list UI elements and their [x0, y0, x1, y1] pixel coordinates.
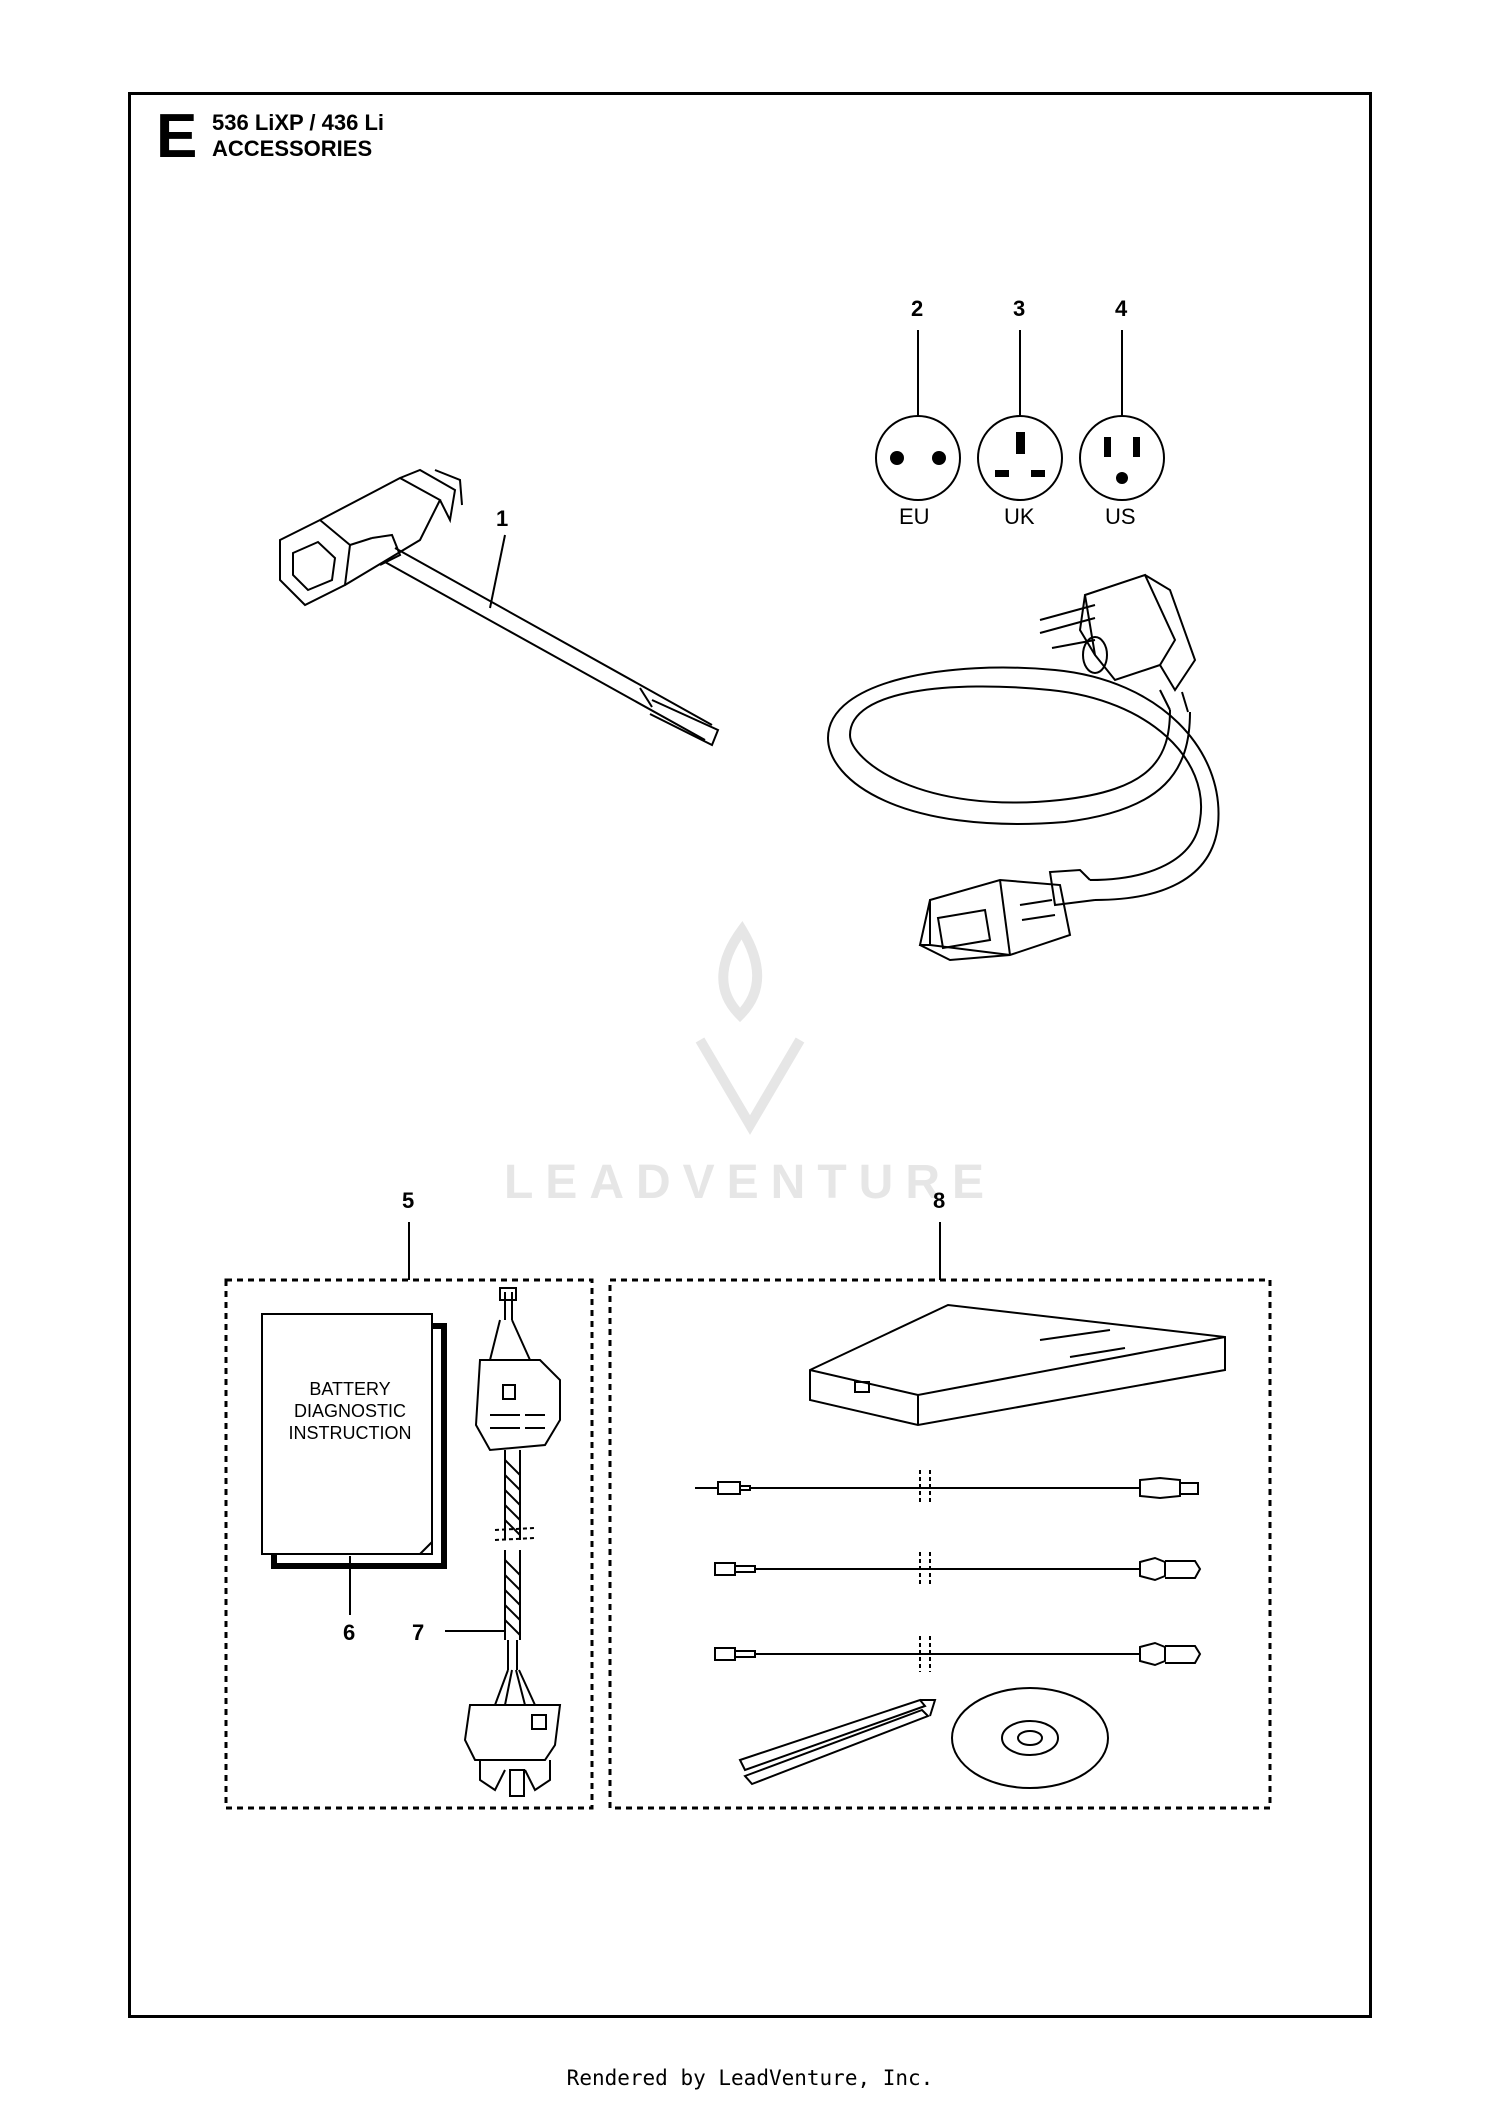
- booklet-title: BATTERY DIAGNOSTIC INSTRUCTION: [262, 1378, 438, 1444]
- watermark-text: LEADVENTURE: [503, 1156, 997, 1209]
- kit-5-dashed-box: [224, 1278, 594, 1810]
- booklet-line-1: BATTERY: [309, 1379, 391, 1399]
- power-cord-part: [826, 573, 1220, 962]
- plug-types: [875, 330, 1165, 501]
- cable-break-marks: [919, 1470, 931, 1672]
- callout-7: 7: [412, 1620, 425, 1645]
- callout-3: 3: [1013, 296, 1026, 321]
- title-model: 536 LiXP / 436 Li: [212, 110, 385, 135]
- callout-1: 1: [496, 506, 509, 531]
- booklet-line-3: INSTRUCTION: [288, 1423, 412, 1443]
- rj-cable-part-1: [714, 1556, 1202, 1582]
- us-plug-icon: [1079, 415, 1165, 501]
- watermark-logo-icon: [695, 920, 805, 1135]
- callout-8: 8: [933, 1188, 946, 1213]
- diagram-title: 536 LiXP / 436 Li ACCESSORIES: [212, 110, 384, 162]
- callout-4: 4: [1115, 296, 1128, 321]
- callout-2: 2: [911, 296, 924, 321]
- section-letter: E: [156, 102, 198, 171]
- callout-6: 6: [343, 1620, 356, 1645]
- plug-label-eu: EU: [899, 504, 930, 529]
- diagnostic-interface-part: [809, 1303, 1226, 1427]
- plug-label-uk: UK: [1004, 504, 1035, 529]
- diagnostic-cable-part: [445, 1287, 562, 1797]
- diagram-frame: [128, 92, 1372, 2018]
- callout-leader-1: [489, 534, 506, 609]
- plug-label-us: US: [1105, 504, 1136, 529]
- tweezers-part: [738, 1698, 937, 1786]
- booklet-line-2: DIAGNOSTIC: [293, 1401, 406, 1421]
- usb-cable-part: [695, 1476, 1199, 1500]
- software-cd-part: [951, 1687, 1109, 1789]
- instruction-booklet-part: [261, 1313, 447, 1615]
- title-section: ACCESSORIES: [212, 136, 373, 161]
- uk-plug-icon: [977, 415, 1063, 501]
- callout-5: 5: [402, 1188, 415, 1213]
- rj-cable-part-2: [714, 1641, 1202, 1667]
- combination-wrench-part: [279, 468, 720, 747]
- eu-plug-icon: [875, 415, 961, 501]
- kit-8-dashed-box: [608, 1278, 1272, 1810]
- footer-credit: Rendered by LeadVenture, Inc.: [566, 2066, 934, 2090]
